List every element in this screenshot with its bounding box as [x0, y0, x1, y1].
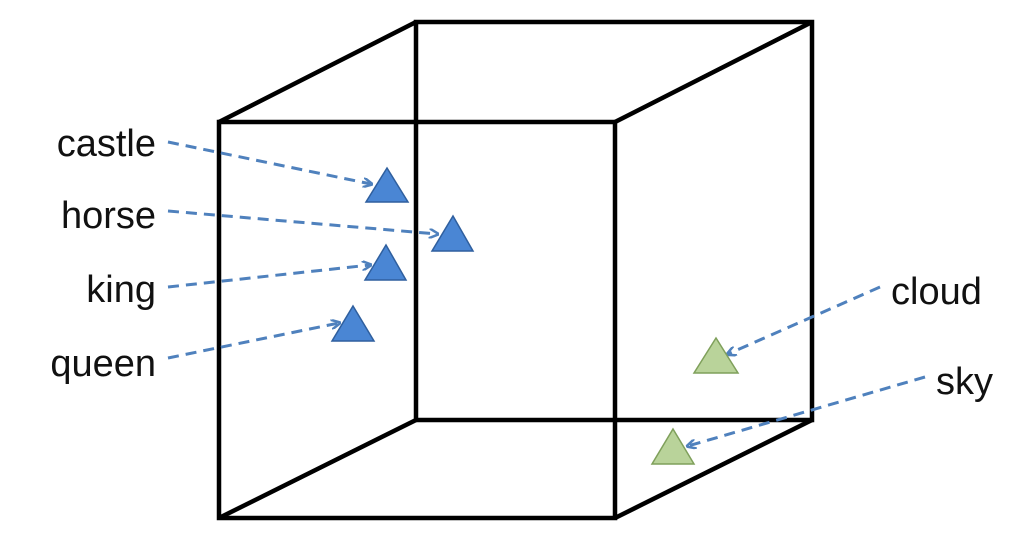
pointer-horse	[167, 209, 437, 234]
point-horse	[430, 214, 475, 252]
label-cloud: cloud	[891, 271, 982, 313]
point-sky	[650, 427, 696, 465]
cube-front-face	[216, 119, 618, 521]
pointer-sky	[688, 375, 926, 446]
label-king: king	[86, 269, 156, 311]
point-cloud	[692, 336, 740, 374]
cube-edge-top-left	[217, 19, 418, 125]
label-queen: queen	[50, 343, 156, 385]
label-sky: sky	[936, 361, 993, 403]
pointer-king	[167, 265, 370, 289]
label-horse: horse	[61, 195, 156, 237]
pointer-queen	[167, 323, 339, 360]
cube-edge-bottom-right	[613, 417, 814, 521]
embedding-points	[330, 166, 740, 465]
point-castle	[364, 166, 410, 203]
point-king	[363, 243, 408, 281]
point-queen	[330, 304, 376, 342]
label-castle: castle	[57, 123, 156, 165]
cube	[216, 19, 815, 521]
pointer-castle	[167, 140, 371, 184]
cube-edge-bottom-left	[217, 417, 418, 521]
pointer-lines	[167, 140, 926, 446]
word-labels: castle horse king queen cloud sky	[50, 123, 993, 403]
cube-edge-top-right	[613, 19, 814, 125]
pointer-cloud	[728, 285, 881, 354]
